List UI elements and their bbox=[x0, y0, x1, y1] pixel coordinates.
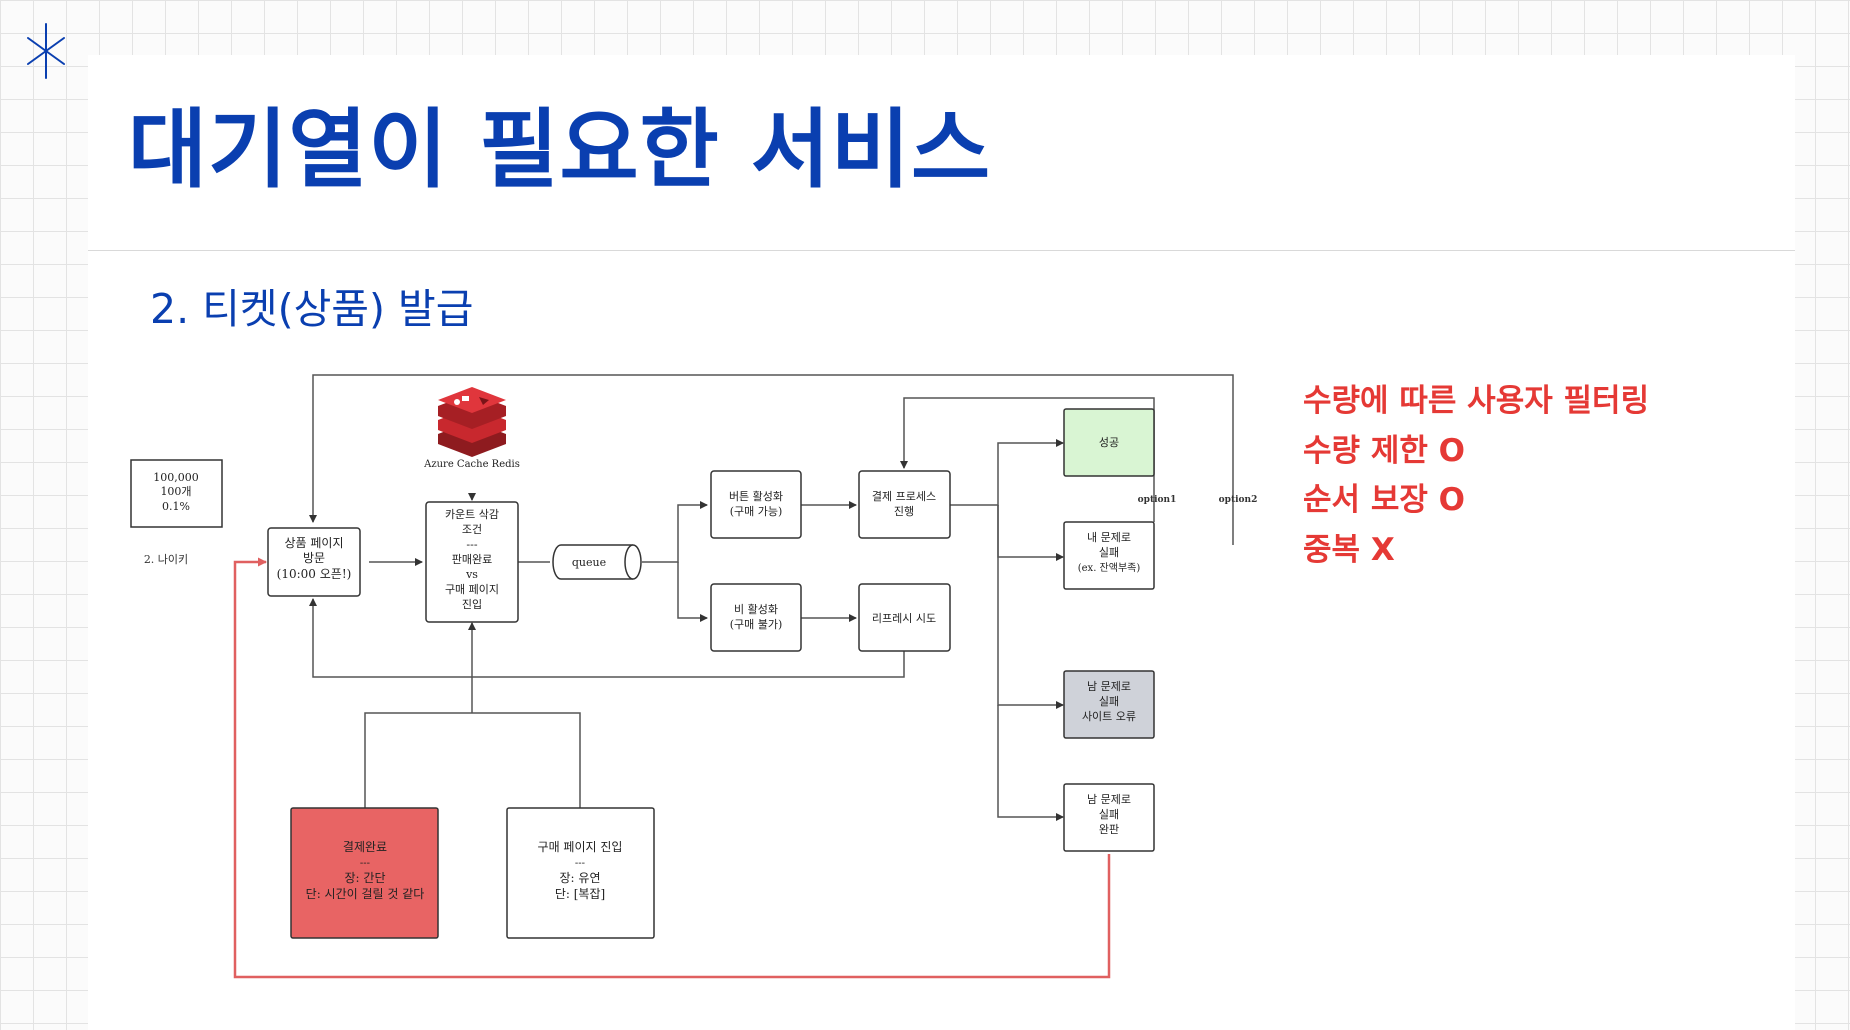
queue-node: queue bbox=[552, 544, 642, 580]
svg-text:장: 간단: 장: 간단 bbox=[345, 871, 386, 885]
connectors bbox=[309, 374, 1234, 821]
option1-label: option1 bbox=[1138, 495, 1177, 505]
requirements-notes: 수량에 따른 사용자 필터링 수량 제한 O 순서 보장 O 중복 X bbox=[1303, 377, 1649, 575]
note-quantity-limit: 수량 제한 O bbox=[1303, 432, 1466, 469]
product-page-node: 상품 페이지 방문 (10:00 오픈!) bbox=[267, 527, 361, 597]
asterisk-icon bbox=[27, 23, 65, 79]
svg-text:완판: 완판 bbox=[1099, 823, 1119, 836]
svg-text:queue: queue bbox=[572, 556, 606, 569]
svg-text:진입: 진입 bbox=[462, 598, 482, 611]
note-order-guarantee: 순서 보장 O bbox=[1303, 482, 1466, 518]
redis-logo-icon bbox=[438, 387, 506, 457]
option-payment-done-box: 결제완료 --- 장: 간단 단: 시간이 걸릴 것 같다 bbox=[290, 807, 439, 939]
svg-text:판매완료: 판매완료 bbox=[452, 553, 492, 566]
svg-text:단: [복잡]: 단: [복잡] bbox=[555, 887, 605, 901]
svg-text:(구매 가능): (구매 가능) bbox=[730, 505, 783, 518]
svg-text:결제 프로세스: 결제 프로세스 bbox=[872, 490, 936, 503]
svg-text:구매 페이지 진입: 구매 페이지 진입 bbox=[538, 840, 623, 854]
svg-text:(ex. 잔액부족): (ex. 잔액부족) bbox=[1078, 562, 1141, 574]
svg-text:내 문제로: 내 문제로 bbox=[1087, 531, 1131, 544]
svg-text:단: 시간이 걸릴 것 같다: 단: 시간이 걸릴 것 같다 bbox=[306, 887, 425, 901]
side-label: 2. 나이키 bbox=[144, 553, 188, 566]
svg-text:장: 유연: 장: 유연 bbox=[560, 871, 601, 885]
option-purchase-page-box: 구매 페이지 진입 --- 장: 유연 단: [복잡] bbox=[506, 807, 655, 939]
svg-text:비 활성화: 비 활성화 bbox=[734, 602, 778, 616]
redis-label: Azure Cache Redis bbox=[423, 459, 520, 470]
svg-text:상품 페이지: 상품 페이지 bbox=[284, 536, 343, 550]
svg-text:vs: vs bbox=[465, 568, 478, 581]
page-title: 대기열이 필요한 서비스 bbox=[128, 100, 992, 200]
svg-text:카운트 삭감: 카운트 삭감 bbox=[445, 508, 499, 521]
svg-text:---: --- bbox=[575, 858, 585, 869]
refresh-node: 리프레시 시도 bbox=[858, 583, 951, 652]
button-inactive-node: 비 활성화 (구매 불가) bbox=[710, 583, 802, 652]
svg-text:성공: 성공 bbox=[1099, 436, 1119, 449]
svg-text:결제완료: 결제완료 bbox=[343, 840, 387, 854]
svg-text:남 문제로: 남 문제로 bbox=[1087, 680, 1131, 693]
title-panel bbox=[88, 55, 1795, 251]
svg-text:진행: 진행 bbox=[894, 505, 914, 518]
fail-mine-node: 내 문제로 실패 (ex. 잔액부족) bbox=[1063, 521, 1155, 590]
option2-label: option2 bbox=[1219, 495, 1258, 505]
success-node: 성공 bbox=[1063, 408, 1155, 477]
svg-text:(구매 불가): (구매 불가) bbox=[730, 618, 783, 631]
note-no-duplicate: 중복 X bbox=[1303, 531, 1395, 568]
red-retry-line bbox=[233, 557, 1111, 979]
svg-text:---: --- bbox=[466, 538, 477, 551]
section-subtitle: 2. 티켓(상품) 발급 bbox=[150, 285, 474, 333]
svg-text:남 문제로: 남 문제로 bbox=[1087, 793, 1131, 806]
svg-text:조건: 조건 bbox=[462, 523, 482, 536]
svg-text:리프레시 시도: 리프레시 시도 bbox=[872, 612, 936, 625]
svg-text:실패: 실패 bbox=[1099, 695, 1119, 708]
stats-line-3: 0.1% bbox=[162, 500, 190, 513]
note-filtering: 수량에 따른 사용자 필터링 bbox=[1303, 383, 1650, 419]
stats-box: 100,000 100개 0.1% bbox=[130, 459, 223, 528]
svg-text:사이트 오류: 사이트 오류 bbox=[1082, 710, 1136, 723]
stats-line-1: 100,000 bbox=[153, 471, 199, 484]
svg-text:구매 페이지: 구매 페이지 bbox=[445, 583, 499, 596]
svg-text:버튼 활성화: 버튼 활성화 bbox=[729, 489, 783, 503]
svg-text:(10:00 오픈!): (10:00 오픈!) bbox=[277, 567, 352, 581]
count-condition-node: 카운트 삭감 조건 --- 판매완료 vs 구매 페이지 진입 bbox=[425, 501, 519, 623]
svg-text:---: --- bbox=[360, 858, 370, 869]
payment-process-node: 결제 프로세스 진행 bbox=[858, 470, 951, 539]
stats-line-2: 100개 bbox=[160, 485, 191, 498]
fail-site-error-node: 남 문제로 실패 사이트 오류 bbox=[1063, 670, 1155, 739]
fail-sold-out-node: 남 문제로 실패 완판 bbox=[1063, 783, 1155, 852]
svg-text:방문: 방문 bbox=[303, 551, 325, 565]
button-active-node: 버튼 활성화 (구매 가능) bbox=[710, 470, 802, 539]
svg-text:실패: 실패 bbox=[1099, 546, 1119, 559]
svg-text:실패: 실패 bbox=[1099, 808, 1119, 821]
